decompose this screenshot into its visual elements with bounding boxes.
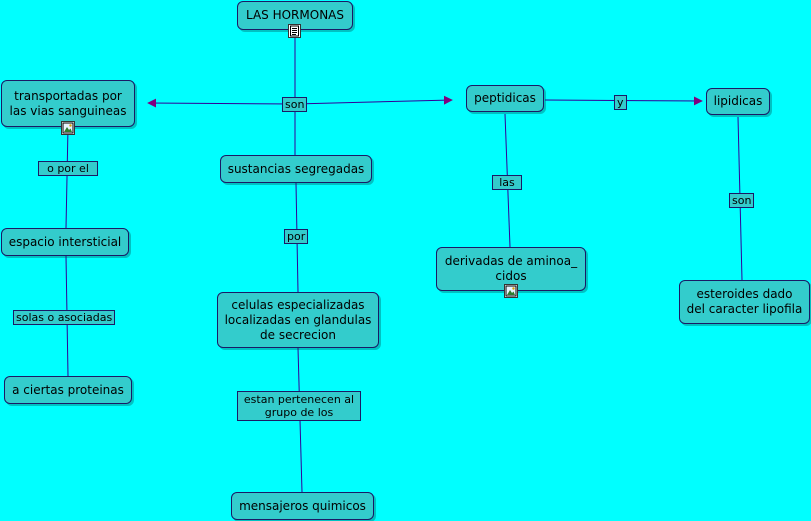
document-icon[interactable] (288, 24, 301, 38)
link-label-son[interactable]: son (282, 97, 308, 112)
image-icon[interactable] (504, 284, 518, 298)
link-label-las[interactable]: las (492, 175, 522, 190)
node-mensajeros-quimicos[interactable]: mensajeros quimicos (231, 492, 374, 520)
image-icon[interactable] (61, 121, 75, 135)
node-lipidicas[interactable]: lipidicas (706, 88, 770, 115)
node-sustancias-segregadas[interactable]: sustancias segregadas (220, 155, 372, 183)
link-label-solas-o-asociadas[interactable]: solas o asociadas (13, 310, 116, 325)
node-transportadas[interactable]: transportadas por las vias sanguineas (1, 80, 135, 127)
node-espacio-intersticial[interactable]: espacio intersticial (1, 228, 129, 256)
link-label-son-lipidicas[interactable]: son (729, 193, 755, 208)
node-ciertas-proteinas[interactable]: a ciertas proteinas (4, 376, 132, 404)
link-label-y[interactable]: y (614, 95, 627, 110)
link-label-estan-pertenecen[interactable]: estan pertenecen al grupo de los (237, 391, 361, 421)
link-label-por[interactable]: por (284, 229, 309, 244)
node-celulas-especializadas[interactable]: celulas especializadas localizadas en gl… (217, 292, 379, 348)
node-peptidicas[interactable]: peptidicas (466, 85, 544, 112)
link-label-o-por-el[interactable]: o por el (38, 161, 98, 176)
node-esteroides[interactable]: esteroides dado del caracter lipofila (679, 280, 810, 324)
node-derivadas-aminoacidos[interactable]: derivadas de aminoa_ cidos (436, 247, 586, 291)
